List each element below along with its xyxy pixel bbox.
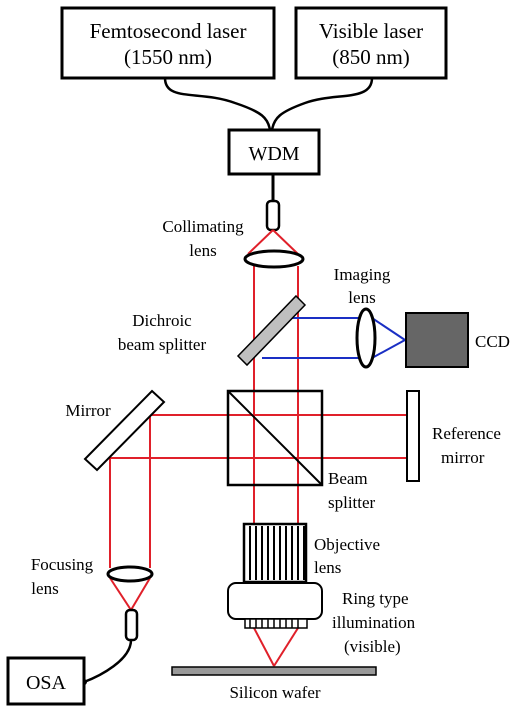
- visible-laser-label: Visible laser: [319, 19, 423, 43]
- ccd-label: CCD: [475, 332, 510, 351]
- focusing-lens-label-2: lens: [31, 579, 58, 598]
- femtosecond-laser-wavelength: (1550 nm): [124, 45, 212, 69]
- collimating-lens-label: Collimating: [162, 217, 244, 236]
- mirror: [83, 389, 166, 472]
- fiber-visible-to-wdm: [270, 77, 374, 131]
- femtosecond-laser-label: Femtosecond laser: [90, 19, 247, 43]
- fiber-collimator-ferrule: [265, 199, 281, 232]
- ccd-camera: [405, 312, 469, 368]
- collimating-lens: [243, 249, 305, 269]
- imaging-lens-label-2: lens: [348, 288, 375, 307]
- dichroic-beam-splitter: [236, 294, 307, 367]
- focusing-lens: [106, 565, 154, 583]
- visible-beam-paths: [262, 317, 406, 359]
- beam-splitter-label: Beam: [328, 469, 368, 488]
- ring-illumination-label-2: illumination: [332, 613, 416, 632]
- reference-mirror: [406, 390, 420, 482]
- reference-mirror-label-2: mirror: [441, 448, 485, 467]
- fiber-to-osa: [83, 639, 133, 684]
- dichroic-label: Dichroic: [132, 311, 192, 330]
- osa-fiber-ferrule: [124, 608, 139, 642]
- focusing-lens-label: Focusing: [31, 555, 94, 574]
- collimating-lens-label-2: lens: [189, 241, 216, 260]
- objective-lens-label-2: lens: [314, 558, 341, 577]
- objective-lens: [242, 522, 308, 584]
- silicon-wafer: [171, 666, 377, 676]
- ring-illumination-label: Ring type: [342, 589, 409, 608]
- ring-illumination: [227, 582, 323, 629]
- visible-laser-wavelength: (850 nm): [332, 45, 410, 69]
- femtosecond-laser-box: Femtosecond laser (1550 nm): [60, 6, 276, 80]
- imaging-lens-label: Imaging: [334, 265, 391, 284]
- fiber-femtosecond-to-wdm: [163, 77, 272, 131]
- mirror-label: Mirror: [65, 401, 111, 420]
- objective-lens-label: Objective: [314, 535, 380, 554]
- reference-mirror-label: Reference: [432, 424, 501, 443]
- visible-laser-box: Visible laser (850 nm): [294, 6, 448, 80]
- wdm-box: WDM: [227, 128, 321, 176]
- dichroic-label-2: beam splitter: [118, 335, 207, 354]
- osa-label: OSA: [26, 672, 67, 694]
- wdm-label: WDM: [248, 143, 299, 165]
- beam-splitter-label-2: splitter: [328, 493, 376, 512]
- imaging-lens: [355, 307, 377, 369]
- beam-splitter-cube: [226, 389, 324, 487]
- osa-box: OSA: [6, 656, 86, 706]
- ir-beam-paths: [109, 229, 407, 667]
- ring-illumination-label-3: (visible): [344, 637, 401, 656]
- silicon-wafer-label: Silicon wafer: [229, 683, 320, 702]
